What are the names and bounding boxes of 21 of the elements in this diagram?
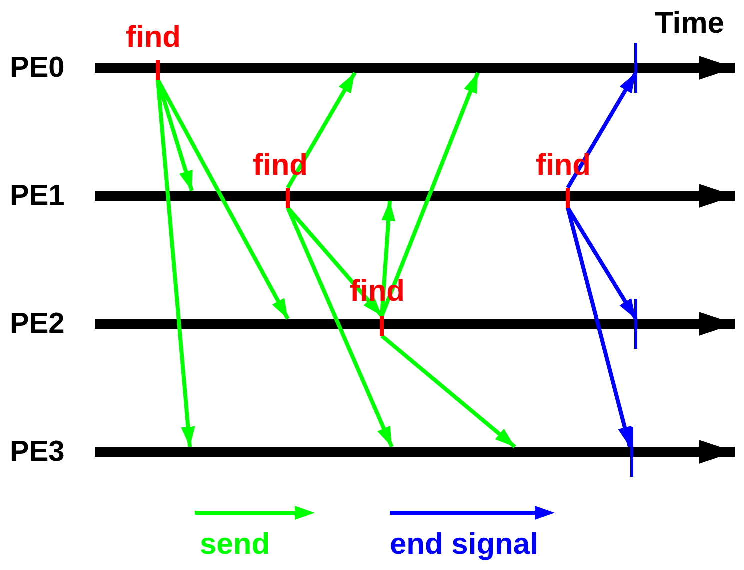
event-tick — [156, 60, 160, 80]
time-axis-arrow — [95, 440, 735, 464]
legend-label: send — [200, 528, 270, 562]
time-axis-arrow — [95, 184, 735, 208]
message-arrow — [156, 80, 196, 448]
event-tick — [286, 188, 290, 208]
legend-label: end signal — [390, 528, 538, 562]
process-label: PE0 — [10, 52, 95, 84]
message-arrow — [566, 208, 632, 448]
time-axis-arrow — [95, 56, 735, 80]
event-label: find — [126, 22, 181, 54]
process-label: PE2 — [10, 308, 95, 340]
event-tick — [566, 188, 570, 208]
message-arrow — [380, 334, 516, 449]
event-tick — [380, 316, 384, 336]
process-label: PE3 — [10, 436, 95, 468]
axis-label: Time — [655, 8, 724, 40]
process-label: PE1 — [10, 180, 95, 212]
message-arrow — [286, 72, 357, 190]
time-axis-arrow — [95, 312, 735, 336]
message-arrow — [286, 207, 394, 448]
